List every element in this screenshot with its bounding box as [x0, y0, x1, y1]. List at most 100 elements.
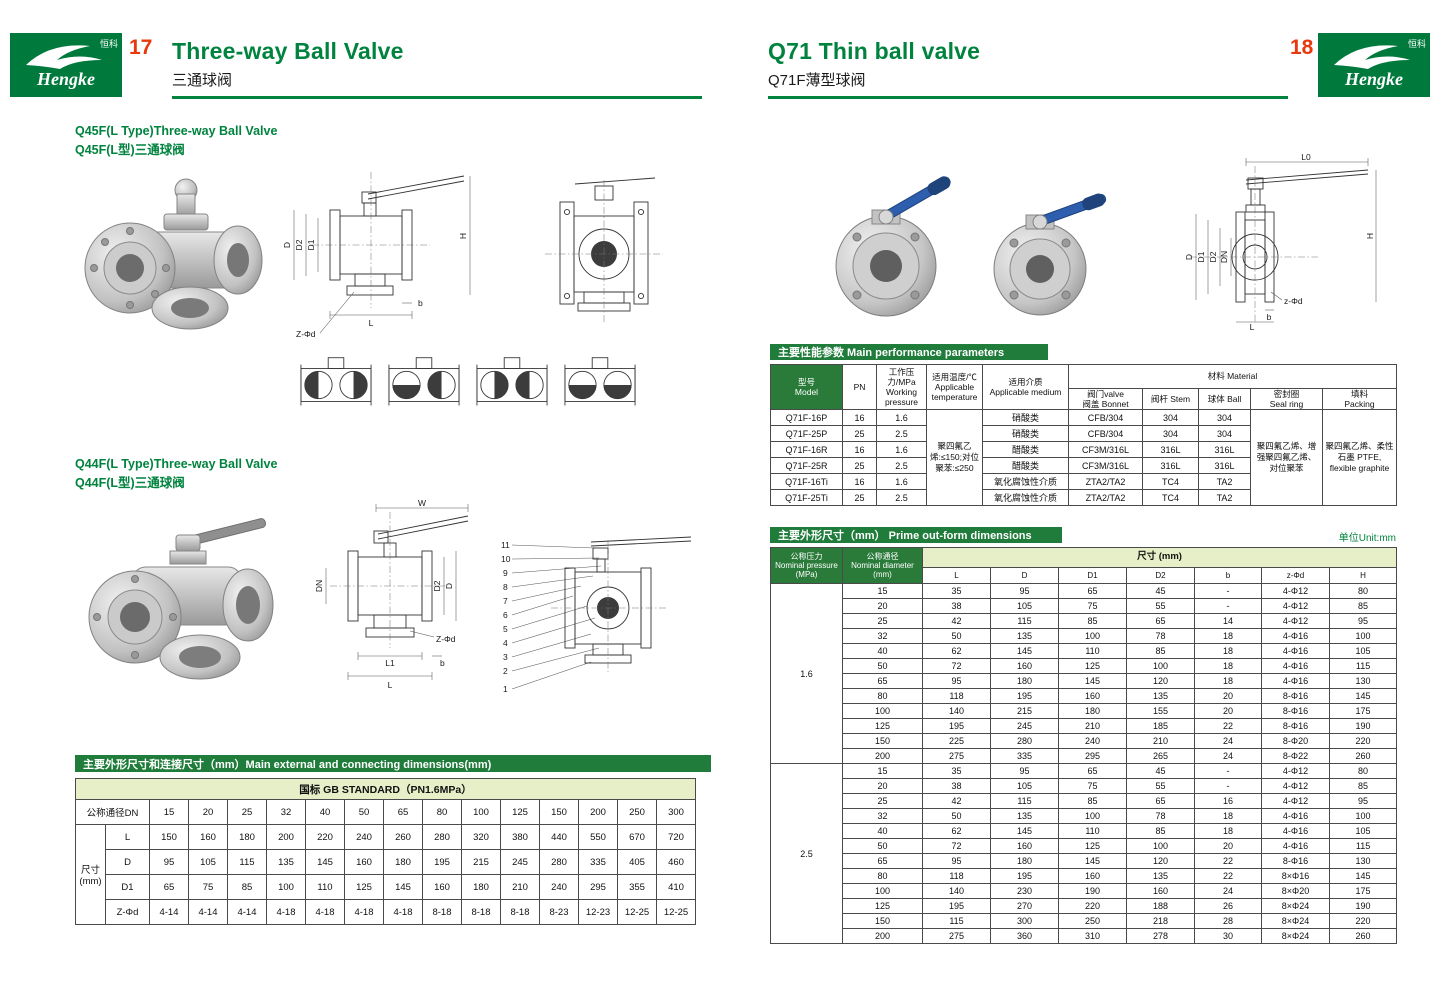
perf-medium: 醋酸类	[982, 441, 1069, 459]
left-title-rule	[172, 96, 702, 99]
dims-value: 72	[922, 658, 991, 674]
gb-dim-value: 145	[305, 849, 345, 875]
dims-value: 8-Φ16	[1261, 688, 1330, 704]
dims-value: 195	[922, 898, 991, 914]
gb-dim-value: 720	[656, 824, 696, 850]
dims-value: 4-Φ12	[1261, 613, 1330, 629]
dims-value: 100	[1058, 808, 1127, 824]
gb-dim-value: 85	[227, 874, 267, 900]
dims-value: 20	[1194, 838, 1262, 854]
dims-value: 95	[990, 763, 1059, 779]
perf-bonnet: CFB/304	[1068, 409, 1143, 427]
dims-value: 65	[1126, 793, 1195, 809]
dims-value: 8-Φ22	[1261, 748, 1330, 764]
dims-value: 145	[1328, 688, 1398, 704]
logo-en-text: Hengke	[1344, 69, 1403, 89]
dims-value: 95	[1328, 613, 1398, 629]
gb-dim-value: 550	[578, 824, 618, 850]
gb-dim-value: 8-23	[539, 899, 579, 925]
dims-value: 42	[922, 793, 991, 809]
hdr-npressure-en: Nominal pressure	[775, 560, 838, 570]
dims-value: 160	[1058, 868, 1127, 884]
perf-pressure: 2.5	[876, 457, 927, 475]
dim-b-label: b	[1267, 312, 1272, 322]
dims-value: 215	[990, 703, 1059, 719]
hdr-model-en: Model	[794, 387, 819, 398]
right-title-zh: Q71F薄型球阀	[768, 72, 866, 89]
hdr-seal-en: Seal ring	[1269, 399, 1304, 410]
dims-value: 8×Φ24	[1261, 898, 1330, 914]
perf-pressure: 1.6	[876, 409, 927, 427]
dims-value: 120	[1126, 853, 1195, 869]
dims-col-H: H	[1328, 567, 1398, 584]
gb-dim-value: 380	[500, 824, 540, 850]
dims-col-D1: D1	[1058, 567, 1127, 584]
gb-dim-value: 145	[383, 874, 423, 900]
dims-value: 100	[1328, 628, 1398, 644]
dims-value: 65	[1126, 613, 1195, 629]
dims-value: 8-Φ20	[1261, 733, 1330, 749]
dims-value: 145	[1058, 673, 1127, 689]
brand-logo-left: 恒科 Hengke	[10, 33, 122, 97]
perf-model: Q71F-25P	[770, 425, 843, 443]
q45f-section-title: Q45F(L Type)Three-way Ball Valve Q45F(L型…	[75, 122, 277, 161]
dims-value: 115	[922, 913, 991, 929]
perf-model: Q71F-25Ti	[770, 489, 843, 507]
perf-bonnet: CF3M/316L	[1068, 457, 1143, 475]
hdr-npressure-zh: 公称压力	[790, 551, 823, 561]
gb-dim-value: 195	[422, 849, 462, 875]
dims-value: 145	[990, 643, 1059, 659]
gb-row-label: Z-Φd	[105, 899, 150, 925]
gb-dn-value: 40	[305, 799, 345, 825]
dims-dn: 50	[842, 838, 923, 854]
dims-band: 主要外形尺寸（mm） Prime out-form dimensions	[770, 527, 1062, 543]
flow-schematic-4	[564, 357, 636, 406]
dims-value: 195	[990, 868, 1059, 884]
dims-value: 80	[1328, 763, 1398, 779]
dims-value: 95	[1328, 793, 1398, 809]
dims-value: 100	[1126, 838, 1195, 854]
dims-col-L: L	[922, 567, 991, 584]
gb-dim-value: 245	[500, 849, 540, 875]
gb-row-label: L	[105, 824, 150, 850]
dims-value: 85	[1058, 793, 1127, 809]
dim-D2-label: D2	[432, 580, 442, 591]
dim-D-label: D	[1184, 254, 1194, 260]
dims-value: 75	[1058, 598, 1127, 614]
dims-value: 22	[1194, 853, 1262, 869]
dim-L-label: L	[369, 318, 374, 328]
dims-value: 100	[1126, 658, 1195, 674]
hdr-temp-zh: 适用温度/℃	[932, 371, 977, 382]
dims-value: 118	[922, 868, 991, 884]
dims-dn: 25	[842, 793, 923, 809]
perf-medium: 硝酸类	[982, 409, 1069, 427]
dims-dn: 65	[842, 673, 923, 689]
dims-value: 115	[990, 793, 1059, 809]
dim-D1-label: D1	[306, 239, 316, 250]
dims-value: 100	[1058, 628, 1127, 644]
dims-value: 105	[1328, 823, 1398, 839]
dims-value: 125	[1058, 658, 1127, 674]
dims-value: 50	[922, 628, 991, 644]
perf-pn: 16	[842, 441, 877, 459]
part-callout: 11	[501, 540, 510, 550]
dims-size-header: 尺寸 (mm)	[921, 547, 1398, 568]
dims-dn: 20	[842, 598, 923, 614]
dims-dn: 15	[842, 763, 923, 779]
q45f-front-drawing: D D2 D1 H L b Z-Φd	[268, 160, 478, 345]
dims-value: 4-Φ16	[1261, 628, 1330, 644]
q44f-title-en: Q44F(L Type)Three-way Ball Valve	[75, 457, 278, 471]
dims-value: 95	[922, 673, 991, 689]
gb-row-label: D	[105, 849, 150, 875]
